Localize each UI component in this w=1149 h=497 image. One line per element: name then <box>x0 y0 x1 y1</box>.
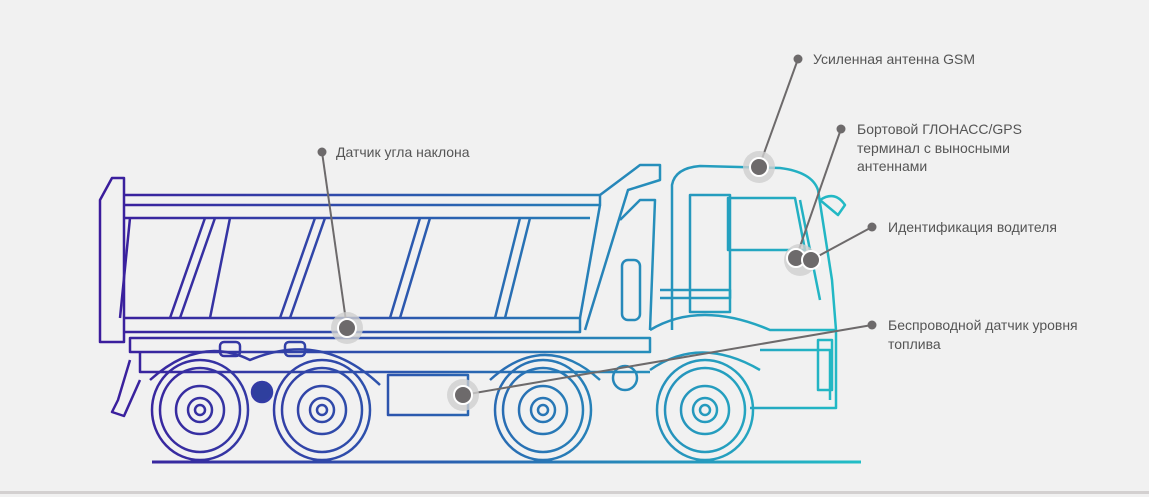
callout-driver-id-line: Идентификация водителя <box>888 219 1057 235</box>
callout-fuel-line: Беспроводной датчик уровня <box>888 317 1078 333</box>
callout-tilt-marker[interactable] <box>317 147 364 345</box>
chassis <box>110 198 657 418</box>
callout-glonass-line: Бортовой ГЛОНАСС/GPS <box>857 121 1022 137</box>
callout-gsm-line: Усиленная антенна GSM <box>813 51 976 67</box>
callout-glonass-line: терминал с выносными <box>857 139 1010 156</box>
steering-hub <box>611 364 639 392</box>
rear-fender <box>149 348 381 386</box>
wheel-2 <box>272 358 372 462</box>
dump-bed <box>98 163 662 344</box>
wheel-3 <box>493 358 593 462</box>
callout-gsm-marker[interactable] <box>743 54 803 184</box>
callout-driver-id-label: Идентификация водителя <box>888 218 1057 237</box>
callout-driver-id-marker[interactable] <box>801 222 877 270</box>
callout-tilt-line: Датчик угла наклона <box>336 144 470 160</box>
front-fender <box>489 353 601 381</box>
wheel-4 <box>655 358 755 462</box>
callout-glonass-label: Бортовой ГЛОНАСС/GPS терминал с выносным… <box>857 120 1022 176</box>
callout-fuel-line: топлива <box>888 335 941 352</box>
callout-tilt-label: Датчик угла наклона <box>336 143 470 162</box>
bottom-divider <box>0 491 1149 494</box>
callout-fuel-marker[interactable] <box>447 320 877 412</box>
callout-fuel-label: Беспроводной датчик уровня топлива <box>888 316 1078 353</box>
callout-gsm-label: Усиленная антенна GSM <box>813 50 975 69</box>
callout-glonass-line: антеннами <box>857 158 928 174</box>
suspension-hub <box>250 380 274 404</box>
wheel-1 <box>150 358 250 462</box>
